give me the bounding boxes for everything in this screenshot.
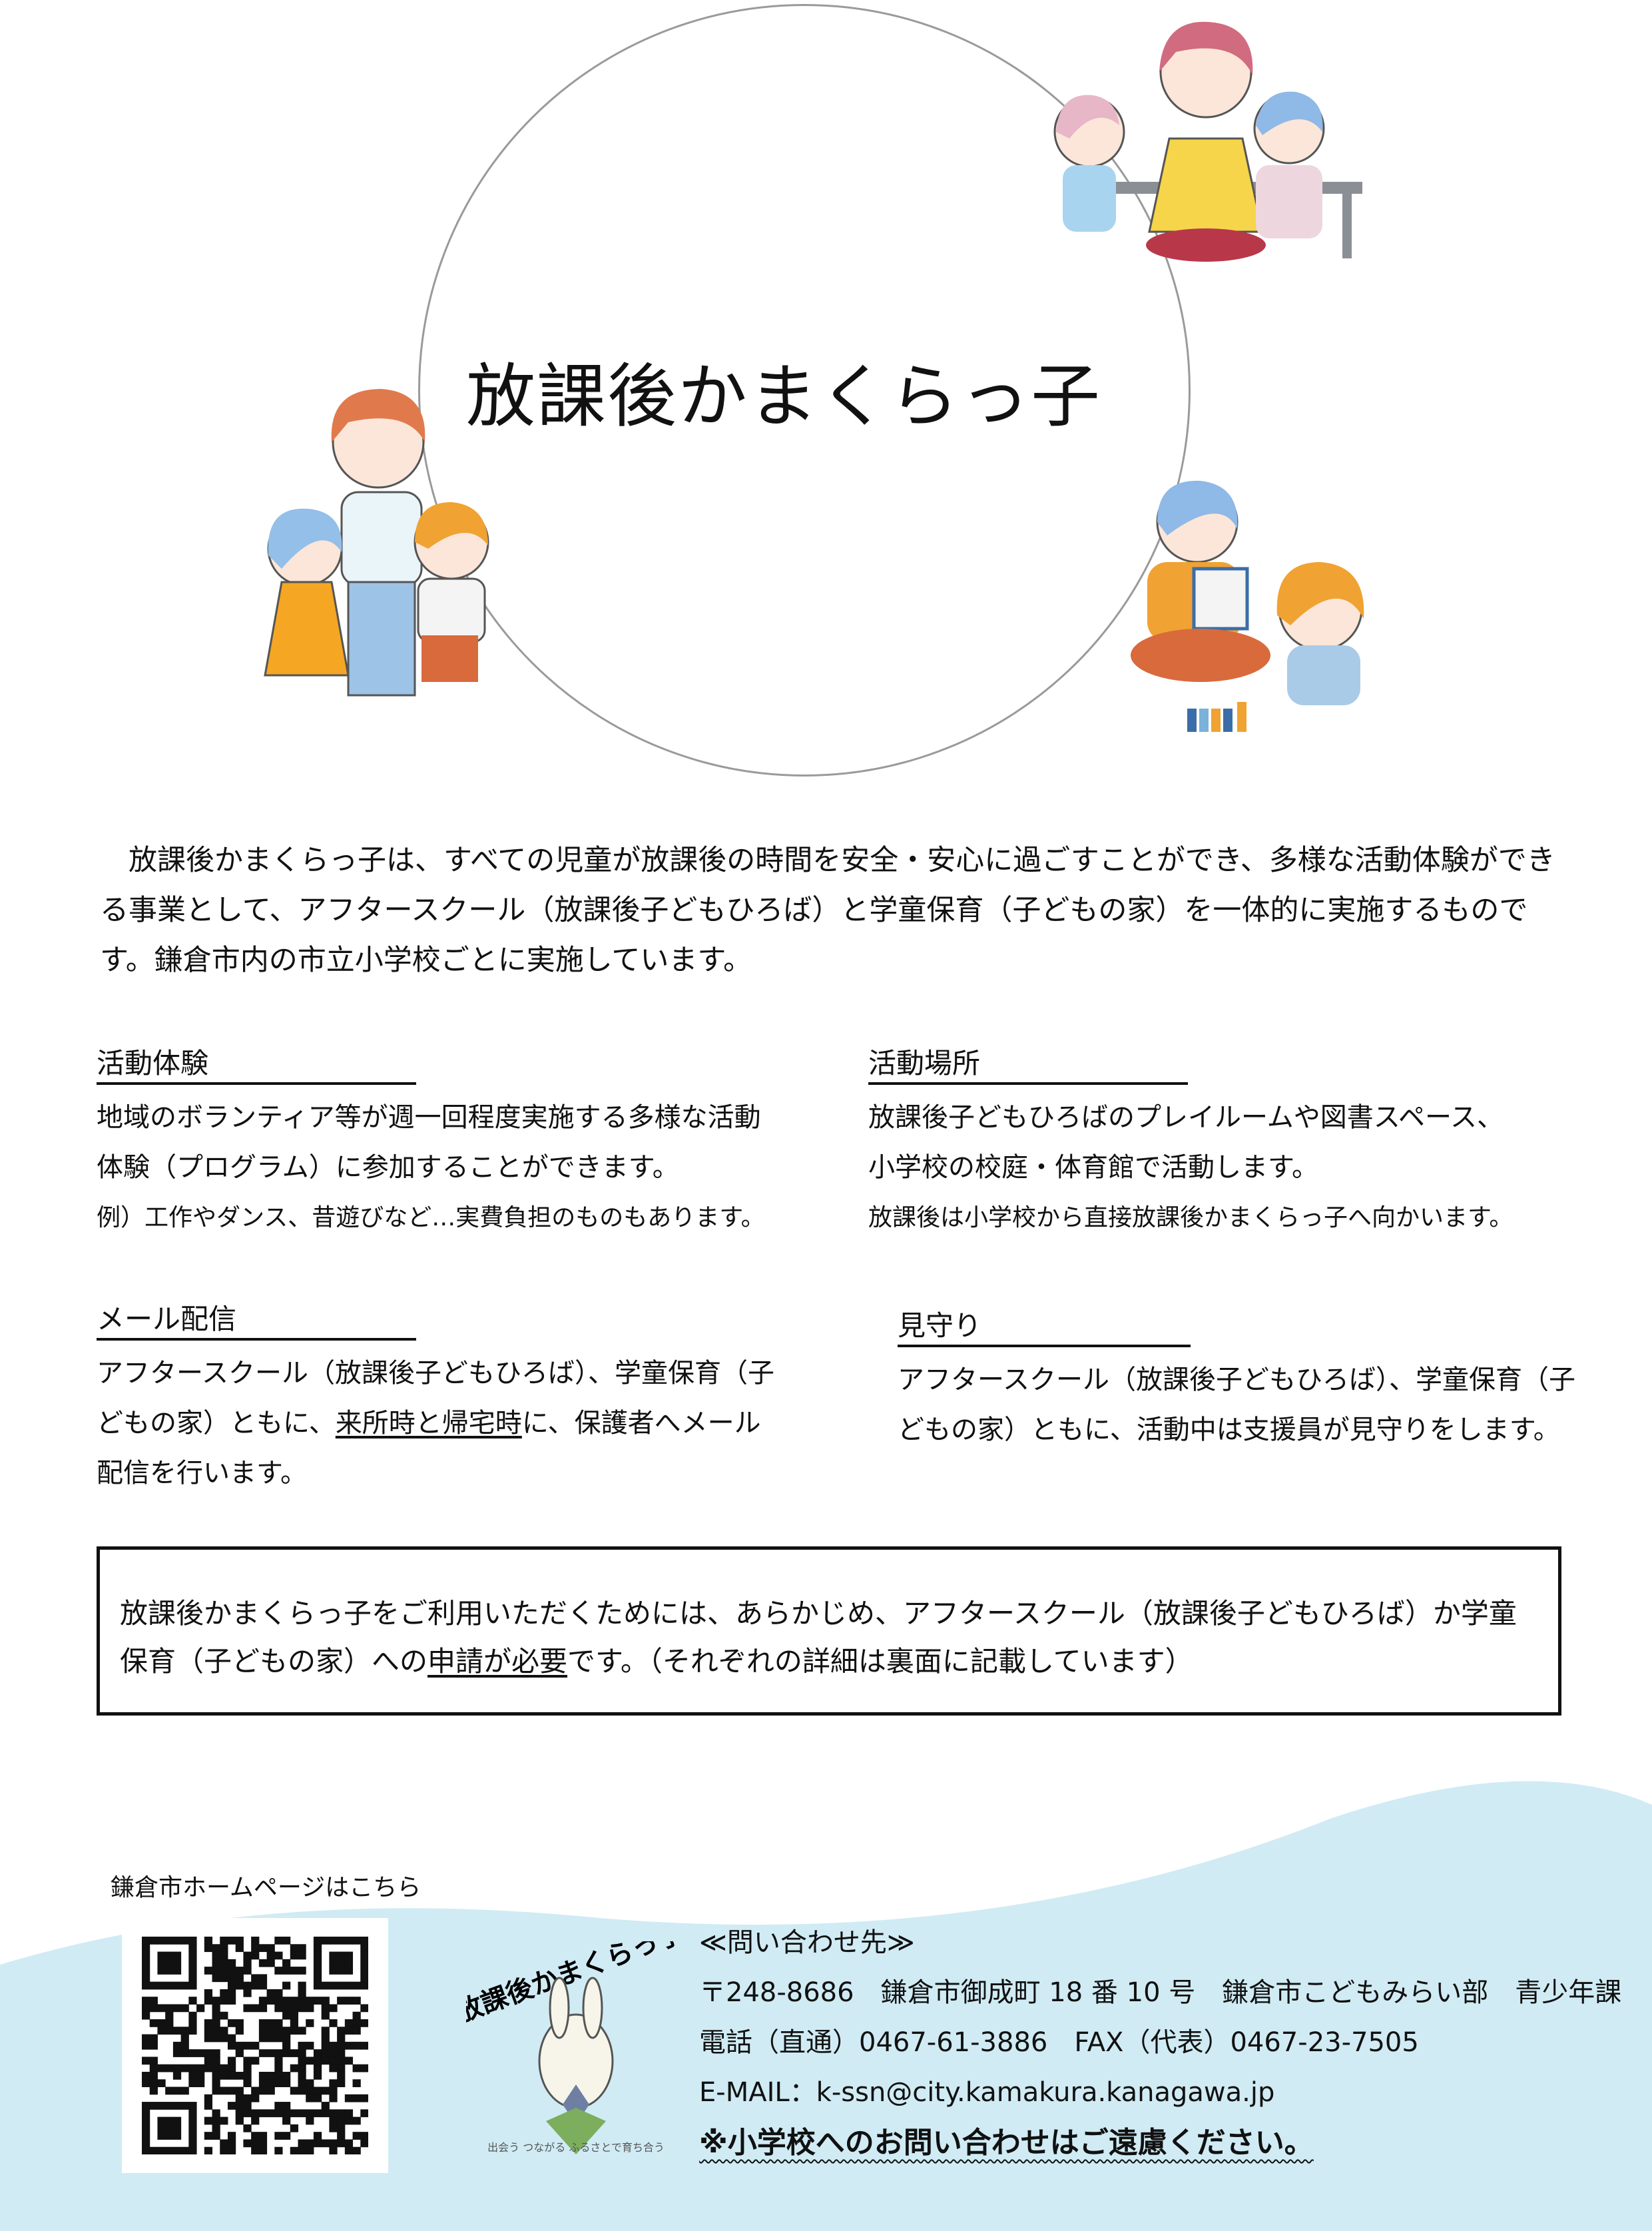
page-title: 放課後かまくらっ子 <box>466 356 1102 437</box>
contact-address: 〒248-8686 鎌倉市御成町 18 番 10 号 鎌倉市こどもみらい部 青少… <box>699 1977 1622 2008</box>
section-activities: 活動体験 地域のボランティア等が週一回程度実施する多様な活動体験（プログラム）に… <box>97 988 796 1243</box>
section-heading: 見守り <box>898 1307 1191 1347</box>
section-heading: 活動場所 <box>868 1045 1188 1085</box>
notice-emphasis: 申請が必要 <box>427 1645 568 1678</box>
footer-wave-background <box>0 1781 1652 2231</box>
section-heading: メール配信 <box>97 1301 416 1341</box>
section-note: 放課後は小学校から直接放課後かまくらっ子へ向かいます。 <box>868 1204 1514 1231</box>
logo-subtext: 出会う つながる ふるさとで育ち合う <box>487 2141 665 2154</box>
contact-info: ≪問い合わせ先≫ 〒248-8686 鎌倉市御成町 18 番 10 号 鎌倉市こ… <box>699 1918 1621 2168</box>
illustration-teacher-children <box>1053 21 1362 262</box>
section-note: 例）工作やダンス、昔遊びなど…実費負担のものもあります。 <box>97 1204 765 1231</box>
contact-phone: 電話（直通）0467-61-3886 FAX（代表）0467-23-7505 <box>699 2027 1419 2058</box>
qr-code[interactable] <box>122 1918 388 2173</box>
qr-code-pattern <box>142 1937 369 2155</box>
section-body-line: 放課後子どもひろばのプレイルームや図書スペース、 <box>868 1102 1504 1133</box>
section-body-line: 小学校の校庭・体育館で活動します。 <box>868 1152 1318 1183</box>
application-notice-box: 放課後かまくらっ子をご利用いただくためには、あらかじめ、アフタースクール（放課後… <box>97 1546 1561 1716</box>
section-heading: 活動体験 <box>97 1045 416 1085</box>
emphasized-text: 来所時と帰宅時 <box>335 1408 522 1438</box>
illustration-reading-children <box>1131 480 1364 732</box>
contact-warning: ※小学校へのお問い合わせはご遠慮ください。 <box>699 2126 1314 2160</box>
section-location: 活動場所 放課後子どもひろばのプレイルームや図書スペース、 小学校の校庭・体育館… <box>868 988 1567 1243</box>
contact-email[interactable]: E-MAIL：k-ssn@city.kamakura.kanagawa.jp <box>699 2077 1275 2108</box>
body-text: に、保護者へメール配信を行います。 <box>97 1408 761 1488</box>
body-text: アフタースクール（放課後子どもひろば）、学童保育（子どもの家）ともに、 <box>97 1358 774 1438</box>
notice-text: です。（それぞれの詳細は裏面に記載しています） <box>567 1645 1193 1678</box>
section-body: 地域のボランティア等が週一回程度実施する多様な活動体験（プログラム）に参加するこ… <box>97 1102 761 1183</box>
section-body: アフタースクール（放課後子どもひろば）、学童保育（子どもの家）ともに、来所時と帰… <box>97 1349 782 1498</box>
contact-heading: ≪問い合わせ先≫ <box>699 1927 915 1958</box>
illustration-three-children <box>264 389 489 697</box>
notice-text: 放課後かまくらっ子をご利用いただくためには、あらかじめ、アフタースクール（放課後… <box>120 1597 1517 1678</box>
title-circle <box>418 4 1191 777</box>
kamakurakko-logo: 放課後かまくらっ子 出会う つながる ふるさとで育ち合う <box>466 1941 686 2154</box>
section-body: アフタースクール（放課後子どもひろば）、学童保育（子どもの家）ともに、活動中は支… <box>898 1365 1575 1445</box>
section-watch: 見守り アフタースクール（放課後子どもひろば）、学童保育（子どもの家）ともに、活… <box>898 1249 1597 1455</box>
section-email: メール配信 アフタースクール（放課後子どもひろば）、学童保育（子どもの家）ともに… <box>97 1242 796 1498</box>
intro-paragraph: 放課後かまくらっ子は、すべての児童が放課後の時間を安全・安心に過ごすことができ、… <box>100 844 1555 977</box>
qr-label: 鎌倉市ホームページはこちら <box>111 1874 421 1901</box>
